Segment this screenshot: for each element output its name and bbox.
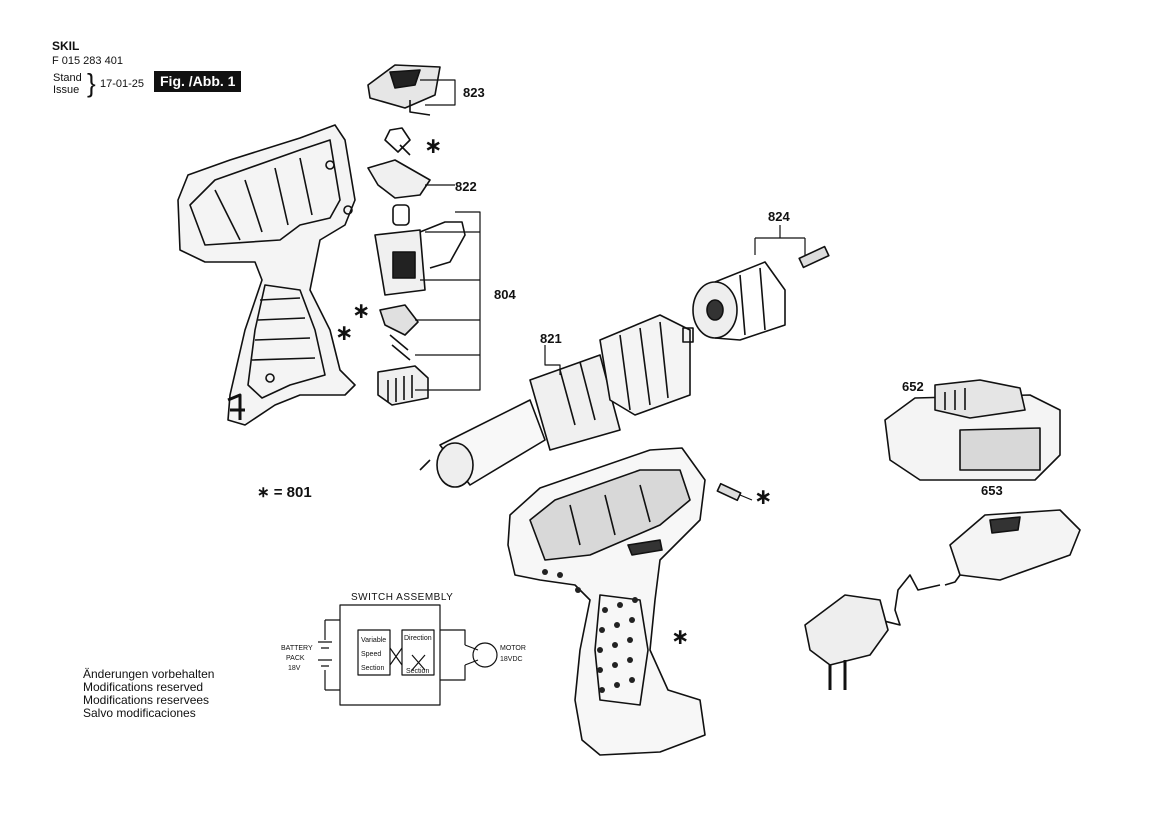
leader-lines	[415, 79, 806, 501]
slide-plate-822	[367, 159, 431, 199]
variable-label-1: Variable	[361, 637, 386, 644]
battery-652	[884, 379, 1061, 481]
direction-label-1: Direction	[404, 635, 432, 642]
variable-label-2: Speed	[361, 651, 381, 658]
label-821: 821	[540, 331, 562, 346]
figure-label: Fig. /Abb. 1	[154, 71, 242, 92]
charger-653	[804, 509, 1081, 690]
switch-804	[374, 204, 466, 406]
star-marker-3: ∗	[335, 321, 353, 346]
label-653: 653	[981, 483, 1003, 498]
star-marker-4: ∗	[754, 485, 772, 510]
battery-label-1: BATTERY	[281, 645, 313, 652]
label-824: 824	[768, 209, 790, 224]
part-number: F 015 283 401	[52, 55, 123, 67]
star-marker-2: ∗	[352, 299, 370, 324]
note-de: Änderungen vorbehalten	[83, 667, 215, 681]
chuck-824	[692, 245, 830, 341]
switch-assembly-schematic	[318, 604, 498, 706]
note-fr: Modifications reservees	[83, 693, 210, 707]
battery-label-3: 18V	[288, 665, 301, 672]
motor-gearbox-821	[419, 314, 694, 488]
small-spring-801	[384, 127, 411, 156]
brand-name: SKIL	[52, 39, 80, 53]
stand-label: Stand	[53, 72, 82, 84]
star-marker-5: ∗	[671, 625, 689, 650]
label-804: 804	[494, 287, 516, 302]
brace-glyph: }	[87, 68, 96, 98]
battery-label-2: PACK	[286, 655, 305, 662]
note-en: Modifications reserved	[83, 680, 204, 694]
variable-label-3: Section	[361, 665, 384, 672]
right-housing-half	[507, 447, 742, 756]
motor-label-2: 18VDC	[500, 656, 523, 663]
star-marker-1: ∗	[424, 134, 442, 159]
note-es: Salvo modificaciones	[83, 706, 196, 720]
label-652: 652	[902, 379, 924, 394]
legend-801: ∗ = 801	[257, 484, 312, 501]
issue-date: 17-01-25	[100, 78, 145, 90]
schematic-title: SWITCH ASSEMBLY	[351, 592, 453, 603]
label-823: 823	[463, 85, 485, 100]
label-822: 822	[455, 179, 477, 194]
issue-label: Issue	[53, 84, 80, 96]
switch-cover-823	[367, 64, 441, 116]
direction-label-2: Section	[406, 668, 429, 675]
left-housing-half	[177, 124, 356, 426]
motor-label-1: MOTOR	[500, 645, 526, 652]
